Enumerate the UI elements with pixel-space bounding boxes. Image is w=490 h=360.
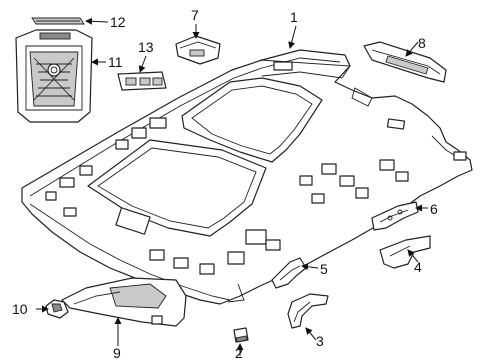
callout-3: 3: [316, 333, 324, 349]
trim-rail-part: [363, 41, 447, 83]
callout-12: 12: [110, 14, 126, 30]
bracket-part-6: [371, 201, 419, 231]
trim-strip-part: [31, 17, 85, 25]
callout-8: 8: [418, 35, 426, 51]
leader-5: [301, 263, 319, 271]
leader-1: [288, 25, 297, 49]
bracket-part-4: [379, 235, 431, 269]
leader-13: [138, 55, 147, 73]
callout-labels: 1 2 3 4 5 6 7 8 9 10 11 12 13: [12, 7, 438, 360]
callout-7: 7: [191, 7, 199, 23]
leader-12: [85, 17, 109, 25]
callout-6: 6: [430, 201, 438, 217]
callout-13: 13: [138, 39, 154, 55]
roof-control-panel-part: [15, 29, 93, 123]
bracket-part-5: [271, 257, 307, 289]
grab-handle-part: [287, 293, 329, 329]
leader-3: [305, 327, 317, 341]
reading-lamp-part: [117, 71, 167, 91]
leader-8: [405, 41, 419, 57]
callout-10: 10: [12, 301, 28, 317]
callout-1: 1: [290, 9, 298, 25]
sun-visor-part: [61, 277, 187, 327]
callout-9: 9: [113, 345, 121, 360]
callout-2: 2: [235, 345, 243, 360]
clip-part: [233, 327, 249, 343]
callout-4: 4: [414, 259, 422, 275]
callout-11: 11: [108, 54, 123, 70]
leader-4: [407, 249, 419, 263]
headliner-part: [21, 49, 473, 305]
leader-lines: [36, 17, 428, 356]
callout-5: 5: [320, 261, 328, 277]
lamp-housing-part: [175, 35, 221, 65]
visor-clip-part: [45, 299, 69, 319]
